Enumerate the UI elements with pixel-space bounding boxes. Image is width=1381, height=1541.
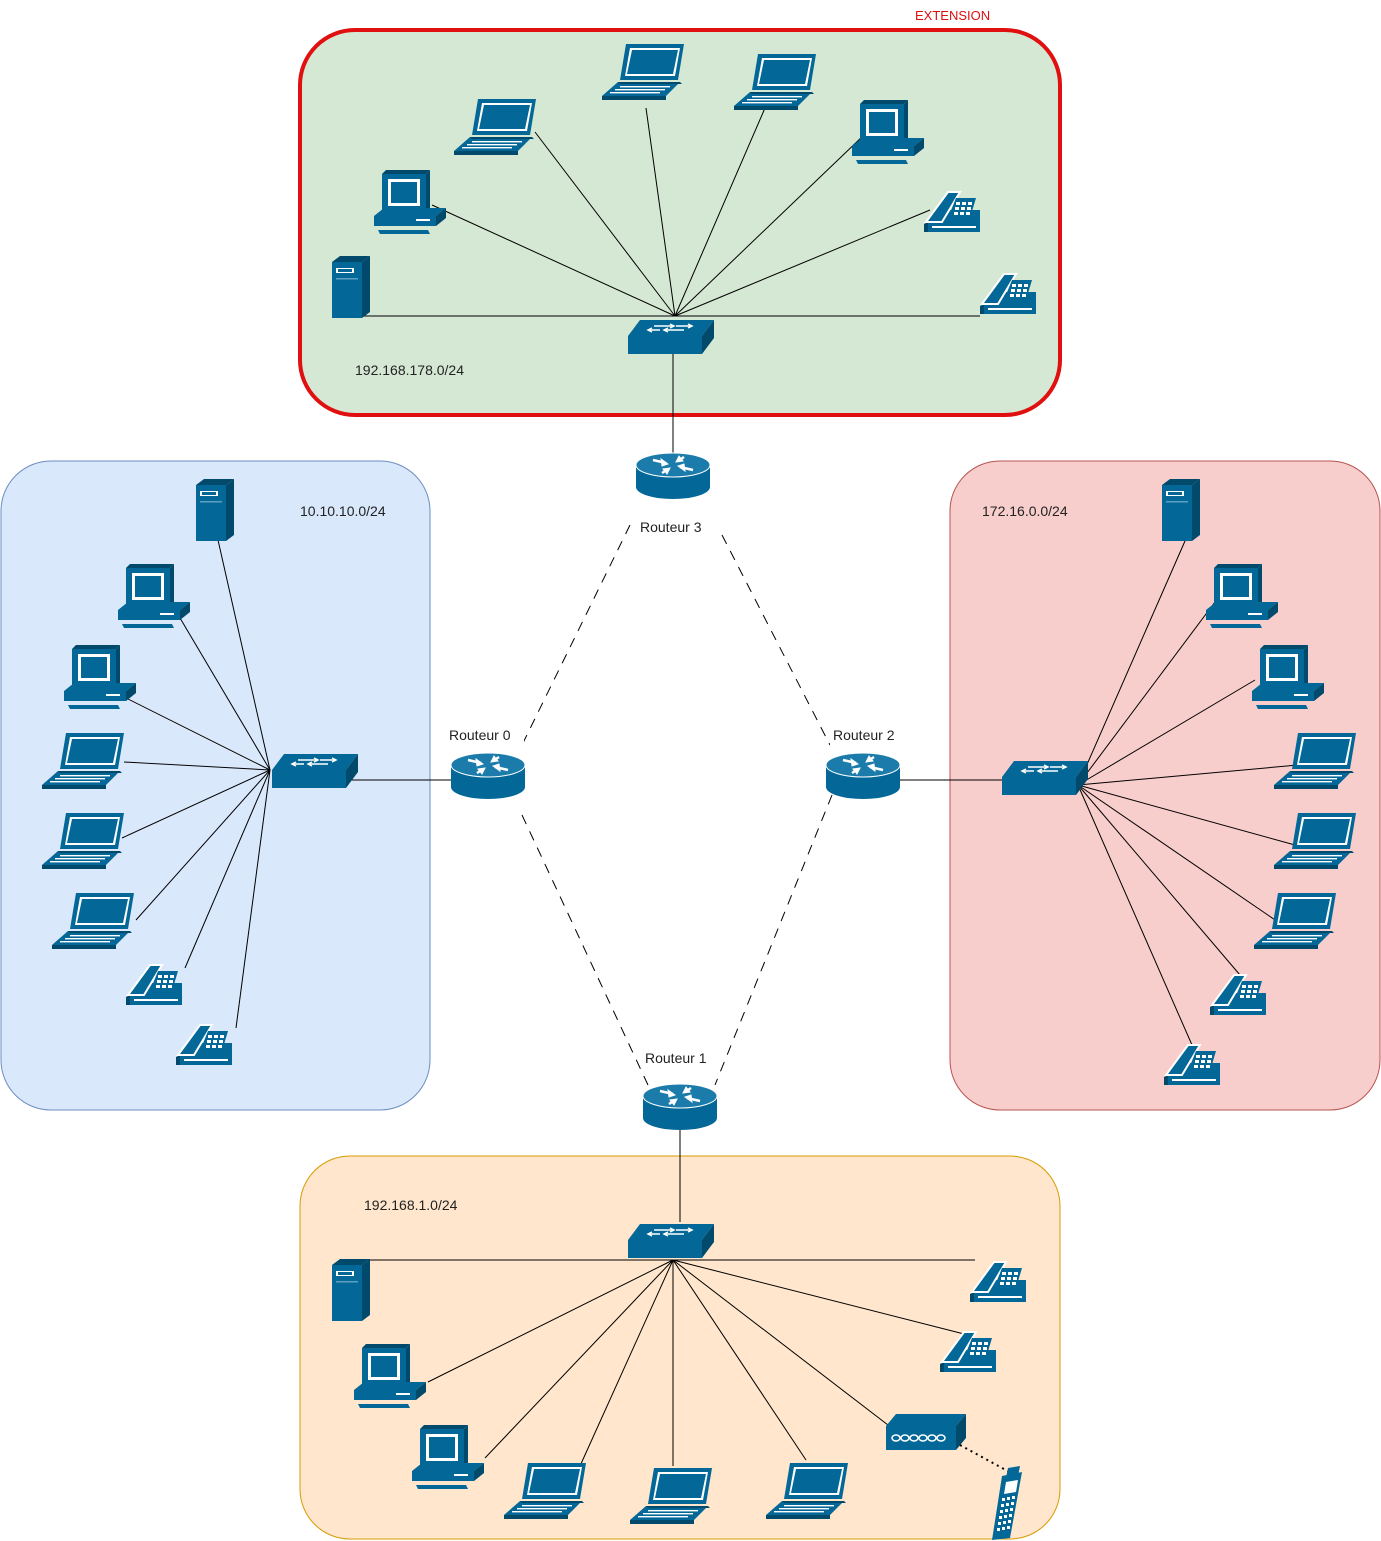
access-point-icon[interactable] [885,1413,967,1451]
server-icon[interactable] [332,1259,370,1321]
extension-label: EXTENSION [915,8,990,23]
switch-icon[interactable] [627,319,715,355]
server-icon[interactable] [196,479,234,541]
subnet-label-east: 172.16.0.0/24 [982,503,1068,519]
subnet-label-west: 10.10.10.0/24 [300,503,386,519]
router-label-1: Routeur 1 [645,1050,707,1066]
router-label-0: Routeur 0 [449,727,511,743]
switch-icon[interactable] [1001,760,1089,796]
switch-icon[interactable] [271,753,359,789]
links-east [900,540,1299,1046]
server-icon[interactable] [1162,479,1200,541]
links-west [121,539,452,1029]
server-icon[interactable] [332,256,370,318]
router-label-bg [446,725,524,745]
router-icon[interactable] [641,1082,719,1132]
links-extension [360,107,980,455]
wan-links [521,524,833,1086]
subnet-label-extension: 192.168.178.0/24 [355,362,464,378]
links-south [360,1130,1016,1476]
router-label-bg [830,725,908,745]
router-label-3: Routeur 3 [640,519,702,535]
router-label-2: Routeur 2 [833,727,895,743]
router-icon[interactable] [634,451,712,501]
switch-icon[interactable] [627,1223,715,1259]
router-label-bg [642,1048,720,1068]
router-label-bg [636,517,712,537]
subnet-label-south: 192.168.1.0/24 [364,1197,458,1213]
router-icon[interactable] [824,751,902,801]
router-icon[interactable] [449,751,527,801]
